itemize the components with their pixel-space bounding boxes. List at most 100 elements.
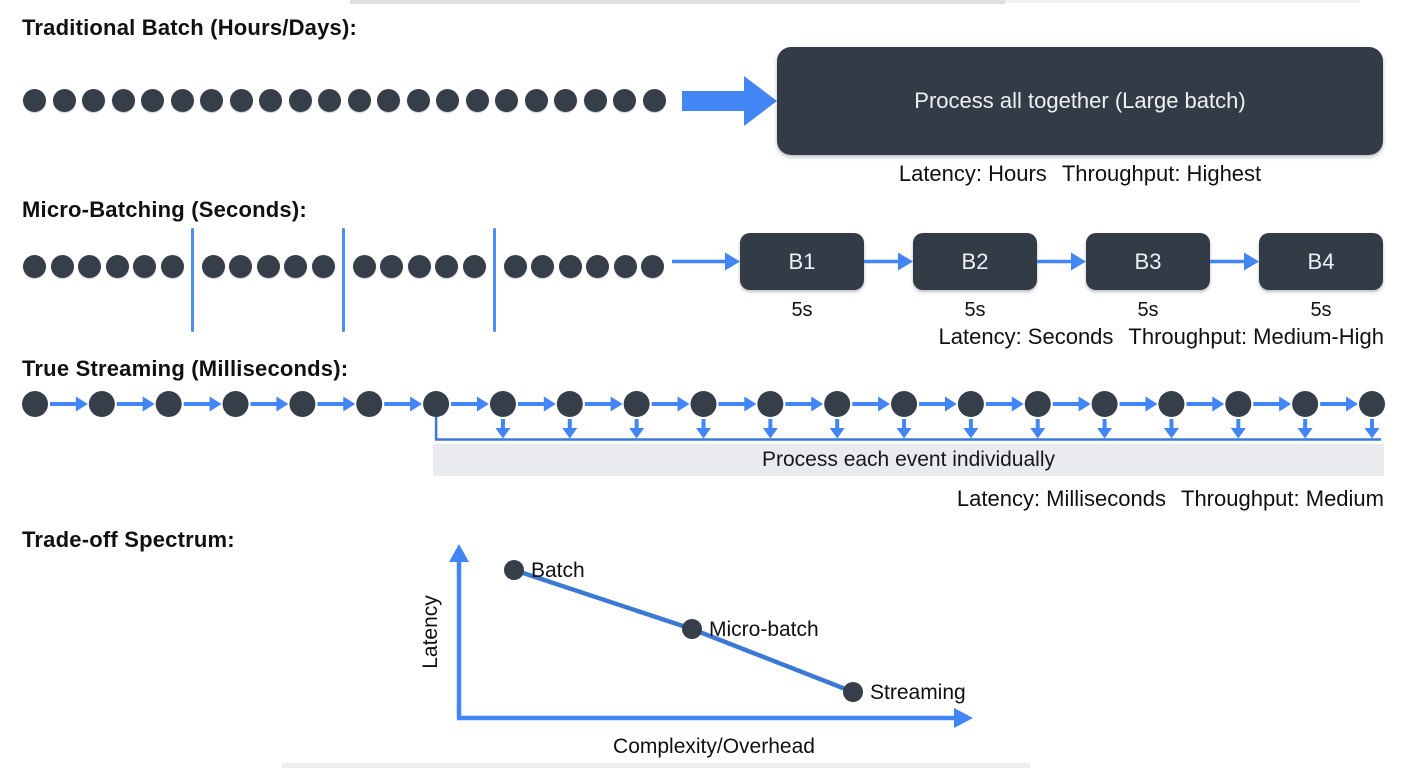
down-arrowhead-icon <box>629 428 645 439</box>
tradeoff-point-label: Micro-batch <box>709 618 819 641</box>
event-dot <box>229 89 253 112</box>
event-dot <box>311 255 335 278</box>
event-dot <box>22 391 48 417</box>
event-dot <box>23 255 46 278</box>
tradeoff-point-label: Batch <box>531 559 585 582</box>
event-dot <box>88 391 115 417</box>
flow-arrowhead-icon <box>811 396 824 412</box>
collector-line <box>434 417 1381 441</box>
traditional-event-dots <box>23 89 666 112</box>
micro-batch-duration: 5s <box>1310 299 1332 321</box>
down-arrowhead-icon <box>1364 428 1380 439</box>
event-dot <box>200 89 223 112</box>
tradeoff-point-label: Streaming <box>870 681 966 704</box>
flow-arrowhead-icon <box>610 396 623 412</box>
tradeoff-point <box>504 560 524 580</box>
micro-batch-duration: 5s <box>791 299 813 321</box>
top-crop-artifact <box>350 0 1005 4</box>
down-arrowhead-icon <box>1097 428 1113 439</box>
latency-label: Latency: Milliseconds <box>956 486 1166 511</box>
event-dot <box>824 391 851 417</box>
flow-arrow-icon <box>1037 252 1086 271</box>
event-dot <box>586 255 609 278</box>
event-dot <box>690 391 717 417</box>
event-dot <box>613 255 637 278</box>
event-dot <box>436 89 459 112</box>
flow-arrowhead-icon <box>543 396 556 412</box>
flow-arrowhead-icon <box>1011 396 1024 412</box>
flow-arrowhead-icon <box>343 396 356 412</box>
flow-arrowhead-icon <box>677 396 690 412</box>
event-dot <box>642 89 666 112</box>
batch-window-divider <box>493 228 496 332</box>
event-dot <box>531 255 554 278</box>
y-axis-label: Latency <box>420 595 442 669</box>
micro-batch-event-dots <box>23 228 664 332</box>
event-dot <box>155 391 182 417</box>
event-dot <box>957 391 984 417</box>
flow-arrowhead-icon <box>476 396 489 412</box>
streaming-caption: Latency: Milliseconds Throughput: Medium <box>957 486 1384 512</box>
flow-arrowhead-icon <box>944 396 957 412</box>
event-dot <box>52 89 76 112</box>
event-dot <box>613 89 636 112</box>
micro-caption: Latency: Seconds Throughput: Medium-High <box>939 324 1384 350</box>
down-arrowhead-icon <box>562 428 578 439</box>
event-dot <box>495 89 518 112</box>
x-axis-label: Complexity/Overhead <box>613 735 815 758</box>
event-dot <box>503 255 527 278</box>
event-dot <box>462 255 486 278</box>
micro-batch-box: B3 <box>1086 233 1210 290</box>
latency-label: Latency: Hours <box>898 161 1047 186</box>
batch-window-divider <box>191 228 194 332</box>
event-dot <box>891 391 918 417</box>
flow-arrowhead-icon <box>1279 396 1292 412</box>
event-dot <box>465 89 489 112</box>
event-dot <box>133 255 156 278</box>
down-arrowhead-icon <box>696 428 711 439</box>
event-dot <box>201 255 225 278</box>
event-dot <box>583 89 607 112</box>
event-dot <box>641 255 664 278</box>
event-dot <box>1158 391 1185 417</box>
flow-arrowhead-icon <box>276 396 289 412</box>
event-dot <box>423 391 450 417</box>
section-title-true-streaming: True Streaming (Milliseconds): <box>22 356 349 381</box>
event-dot <box>352 255 376 278</box>
event-dot <box>229 255 252 278</box>
event-dot <box>554 89 577 112</box>
down-arrowhead-icon <box>762 428 778 439</box>
event-dot <box>141 89 164 112</box>
x-axis-arrowhead-icon <box>954 708 973 728</box>
tradeoff-point <box>843 682 863 702</box>
flow-arrowhead-icon <box>142 396 155 412</box>
event-dot <box>406 89 430 112</box>
event-dot <box>78 255 101 278</box>
flow-arrowhead-icon <box>744 396 757 412</box>
event-dot <box>347 89 371 112</box>
process-each-event-bar: Process each event individually <box>433 444 1384 476</box>
micro-batch-box: B4 <box>1259 233 1383 290</box>
event-dot <box>1359 391 1385 417</box>
event-dot <box>1091 391 1118 417</box>
traditional-caption: Latency: Hours Throughput: Highest <box>777 161 1383 187</box>
throughput-label: Throughput: Medium-High <box>1128 324 1384 349</box>
flow-arrow-icon <box>864 252 913 271</box>
flow-arrowhead-icon <box>410 396 423 412</box>
latency-label: Latency: Seconds <box>938 324 1114 349</box>
down-arrowhead-icon <box>1030 428 1046 439</box>
flow-arrowhead-icon <box>878 396 891 412</box>
event-dot <box>556 391 583 417</box>
large-batch-process-box: Process all together (Large batch) <box>777 47 1383 155</box>
y-axis-arrowhead-icon <box>449 544 469 562</box>
down-arrowhead-icon <box>1230 428 1246 439</box>
event-dot <box>222 391 249 417</box>
micro-batch-duration: 5s <box>1137 299 1159 321</box>
flow-arrowhead-icon <box>1145 396 1158 412</box>
event-dot <box>623 391 650 417</box>
bottom-crop-artifact <box>282 763 1030 768</box>
flow-arrow-icon <box>672 252 740 271</box>
